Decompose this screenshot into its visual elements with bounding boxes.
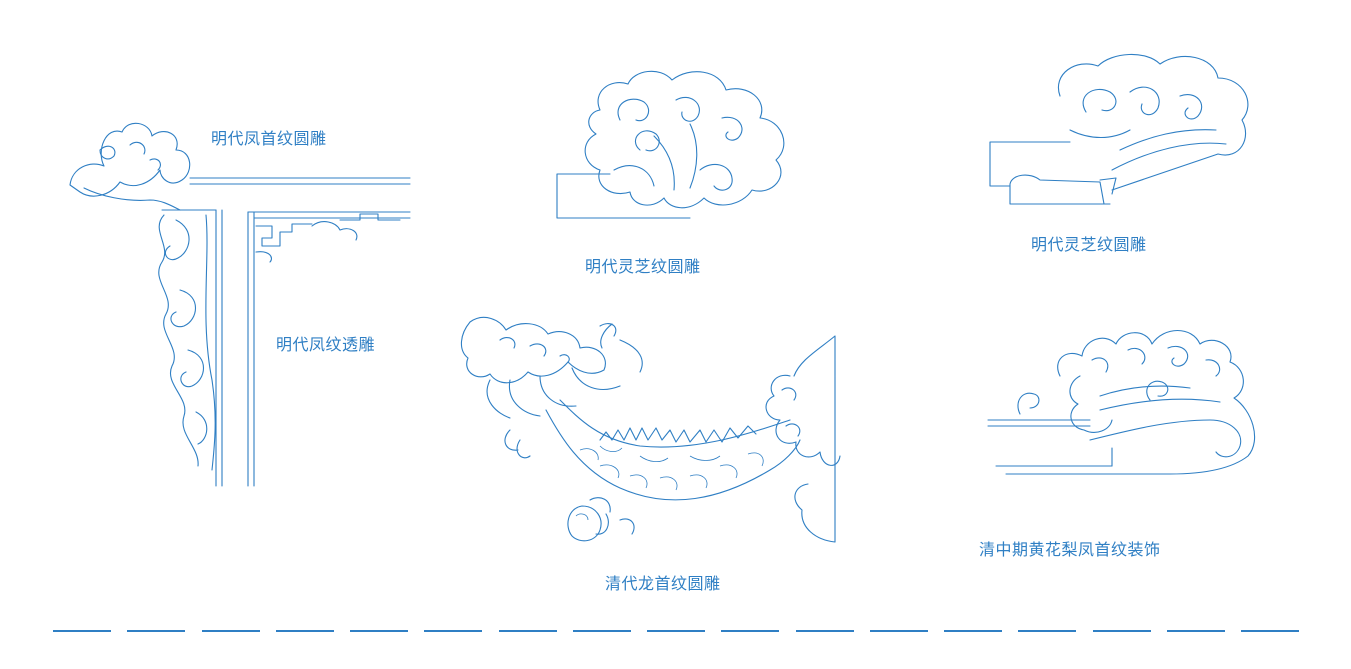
divider-dash xyxy=(1018,630,1077,632)
label-ming-phoenix-openwork: 明代凤纹透雕 xyxy=(276,335,376,354)
divider-dash xyxy=(127,630,186,632)
ming-lingzhi-drawing-a xyxy=(556,70,785,219)
divider-dash xyxy=(498,630,557,632)
divider-dash xyxy=(944,630,1002,632)
label-mid-qing-phoenix: 清中期黄花梨凤首纹装饰 xyxy=(979,540,1161,559)
dashed-divider xyxy=(53,630,1299,632)
divider-dash xyxy=(795,630,854,632)
label-ming-lingzhi-b: 明代灵芝纹圆雕 xyxy=(1031,235,1147,254)
divider-dash xyxy=(275,630,334,632)
label-ming-phoenix-head: 明代凤首纹圆雕 xyxy=(211,129,327,148)
divider-dash xyxy=(1241,630,1299,632)
divider-dash xyxy=(1166,630,1225,632)
divider-dash xyxy=(350,630,408,632)
divider-dash xyxy=(647,630,705,632)
divider-dash xyxy=(201,630,260,632)
ming-phoenix-corner-drawing xyxy=(69,122,411,487)
divider-dash xyxy=(424,630,483,632)
qing-dragon-drawing xyxy=(460,316,841,543)
mid-qing-phoenix-drawing xyxy=(987,330,1256,475)
label-qing-dragon-head: 清代龙首纹圆雕 xyxy=(605,574,721,593)
label-ming-lingzhi-a: 明代灵芝纹圆雕 xyxy=(585,257,701,276)
divider-dash xyxy=(721,630,780,632)
ming-lingzhi-drawing-b xyxy=(989,53,1249,205)
divider-dash xyxy=(869,630,928,632)
divider-dash xyxy=(572,630,631,632)
divider-dash xyxy=(53,630,111,632)
divider-dash xyxy=(1092,630,1151,632)
